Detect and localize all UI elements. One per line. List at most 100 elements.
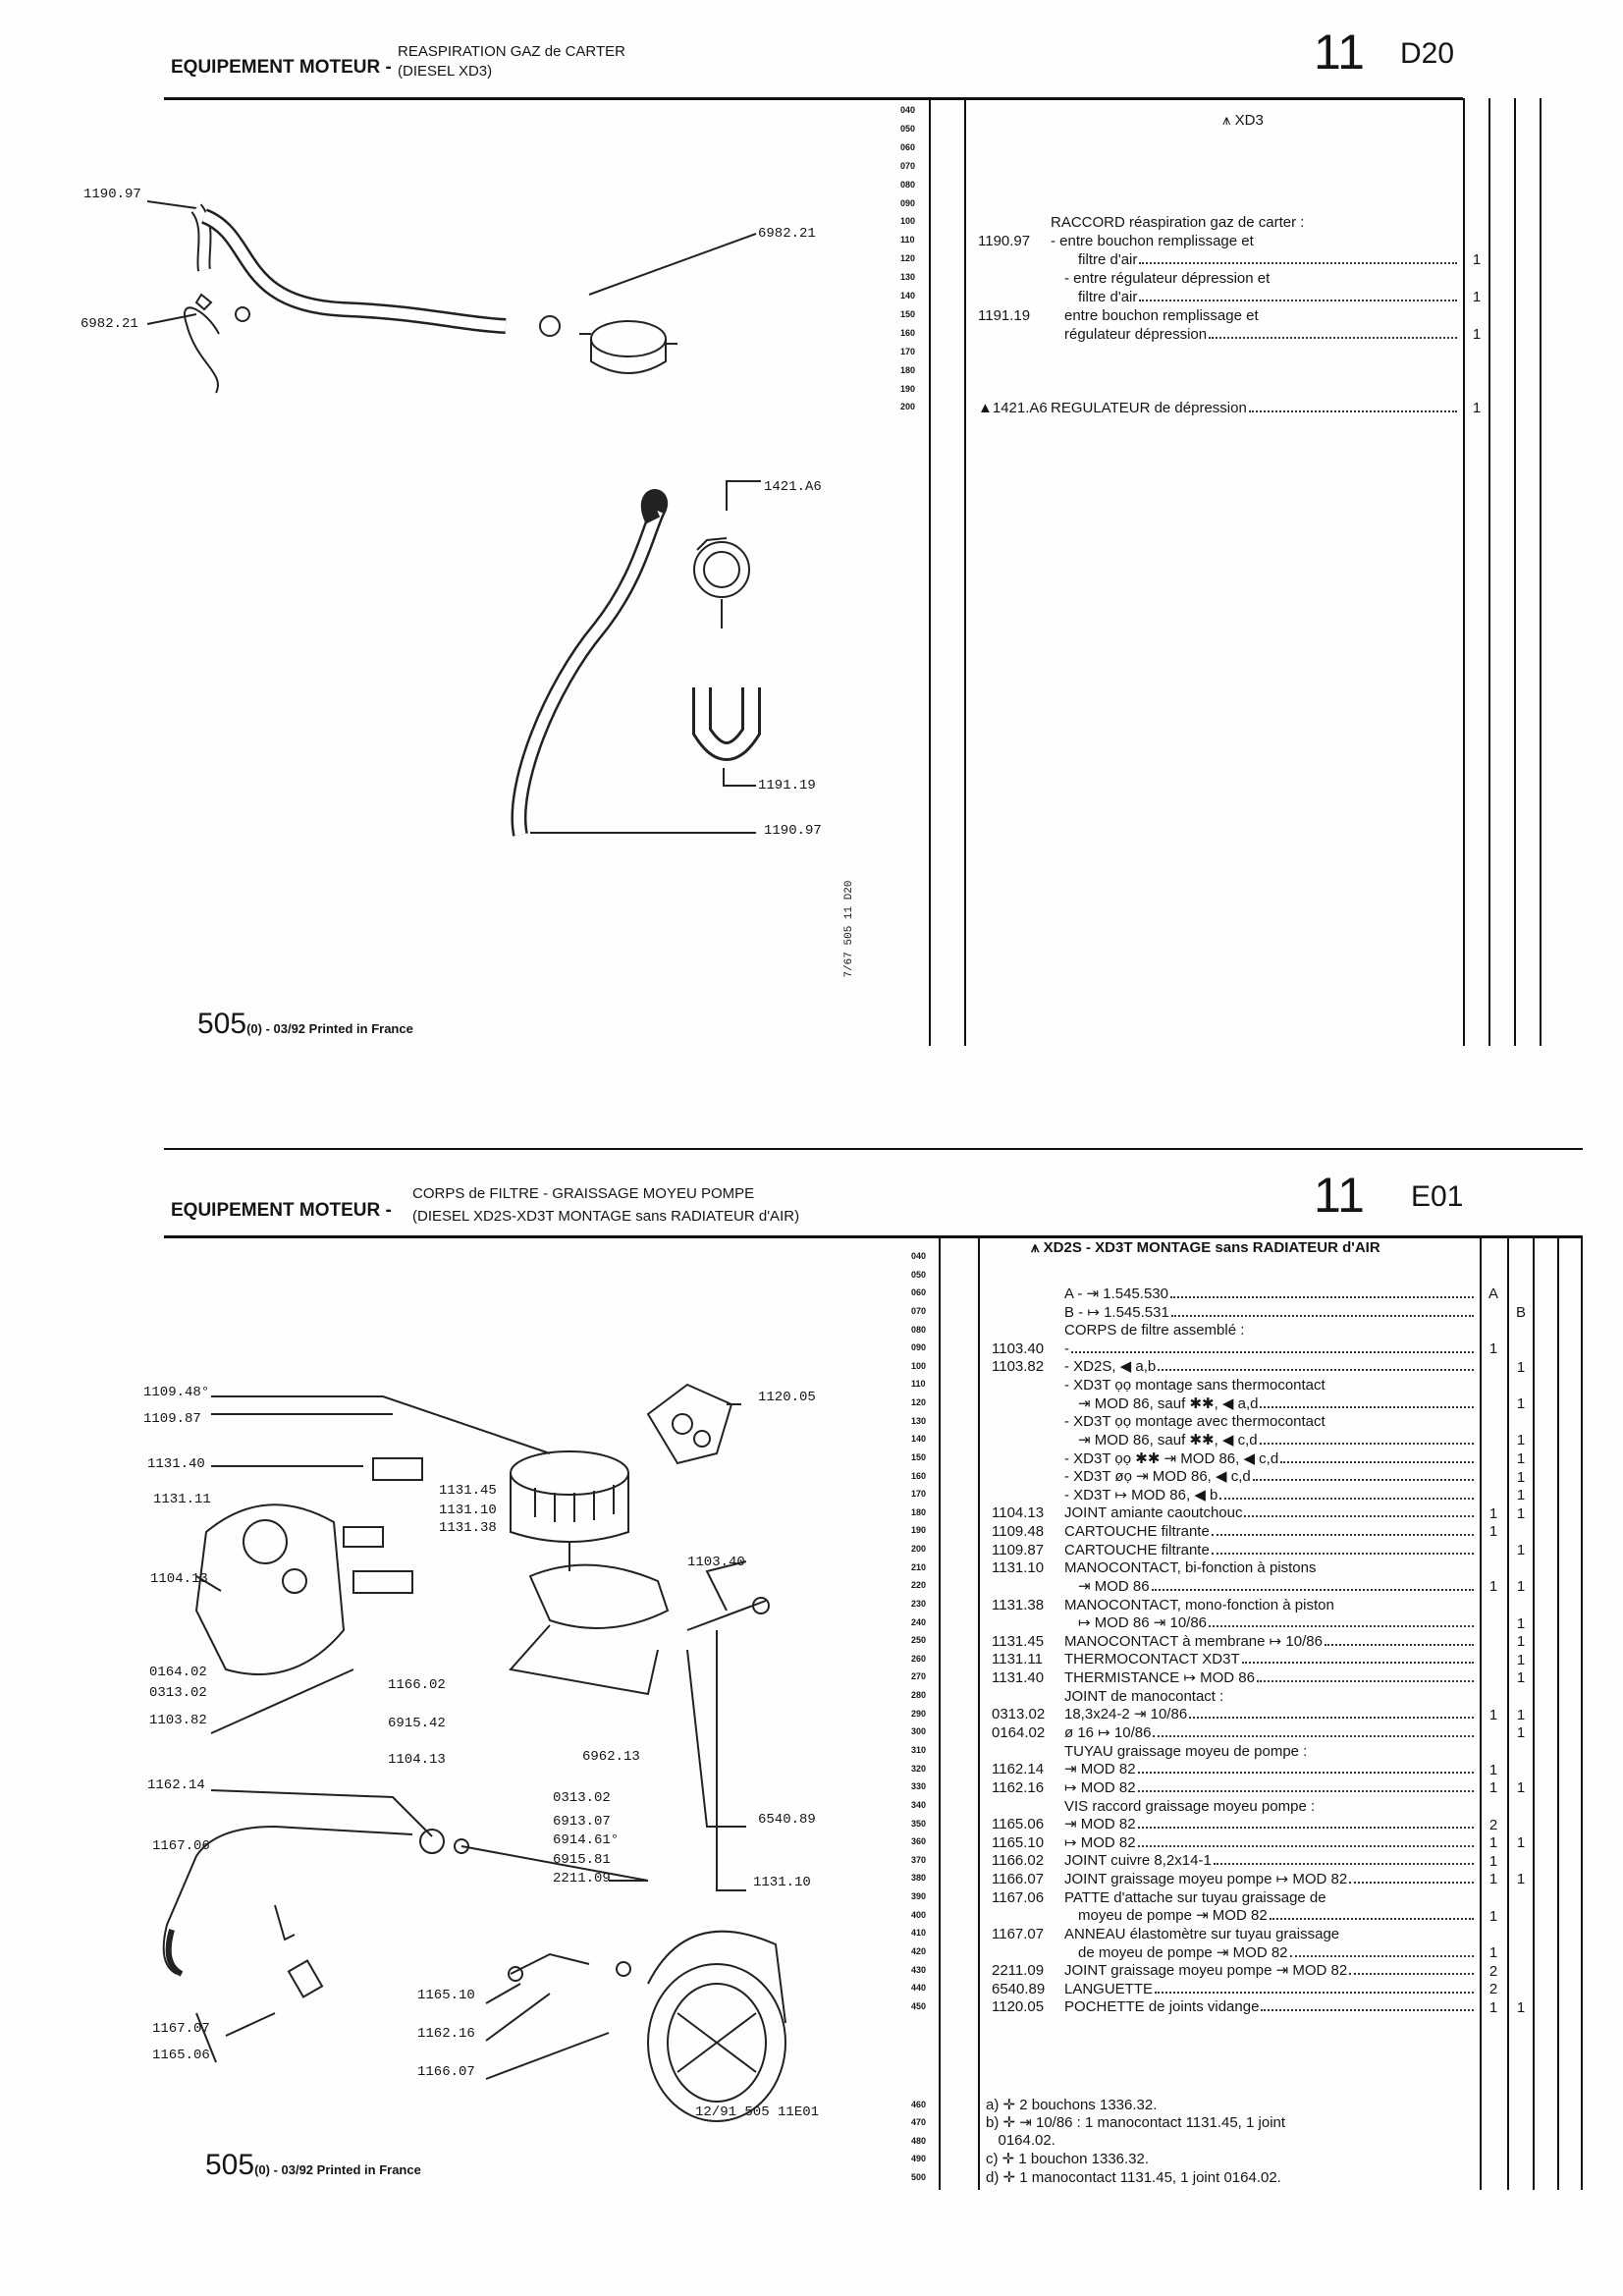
footer-text: (0) - 03/92 Printed in France — [254, 2162, 421, 2177]
callout-label: 1109.87 — [143, 1411, 201, 1427]
leader-dots — [1261, 2009, 1474, 2012]
engine-symbol-icon: ⩚ — [1031, 1239, 1044, 1256]
quantity-a: 1 — [1488, 1852, 1498, 1870]
line-number: 140 — [911, 1434, 927, 1445]
part-description: ↦ MOD 82 — [1064, 1833, 1136, 1851]
part-number: 1167.07 — [992, 1925, 1045, 1942]
leader-dots — [1209, 336, 1457, 339]
table-row: VIS raccord graissage moyeu pompe : — [992, 1796, 1478, 1815]
page-code: E01 — [1411, 1180, 1464, 1213]
table-row: CORPS de filtre assemblé : — [992, 1321, 1478, 1339]
quantity-b: 1 — [1516, 1432, 1526, 1449]
line-number: 360 — [911, 1836, 927, 1847]
line-number: 170 — [900, 346, 916, 356]
part-description: moyeu de pompe ⇥ MOD 82 — [1078, 1907, 1268, 1925]
line-number: 040 — [900, 105, 916, 115]
line-number: 160 — [911, 1470, 927, 1481]
model-number: 505 — [205, 2149, 255, 2181]
quantity-b: 1 — [1516, 1578, 1526, 1596]
line-number: 480 — [911, 2135, 927, 2146]
part-description: - XD3T ọọ montage sans thermocontact — [1064, 1377, 1325, 1394]
table-row: moyeu de pompe ⇥ MOD 82 — [992, 1906, 1478, 1925]
table-row: B - ↦ 1.545.531 — [992, 1302, 1478, 1321]
leader-dots — [1324, 1643, 1474, 1646]
leader-dots — [1137, 1789, 1474, 1792]
part-number: 1120.05 — [992, 1998, 1045, 2016]
part-description: - XD2S, ◀ a,b — [1064, 1358, 1157, 1376]
page-title: CORPS de FILTRE - GRAISSAGE MOYEU POMPE — [412, 1185, 755, 1202]
part-number: 1166.07 — [992, 1871, 1045, 1888]
crankcase-breather-diagram — [146, 200, 761, 837]
part-number: 1165.06 — [992, 1816, 1045, 1833]
quantity-b: 1 — [1516, 1358, 1526, 1376]
leader-dots — [1211, 1534, 1474, 1537]
line-number: 200 — [911, 1544, 927, 1555]
table-row: - XD3T ↦ MOD 86, ◀ b — [992, 1485, 1478, 1503]
list-title: ⩚ XD2S - XD3T MONTAGE sans RADIATEUR d'A… — [1031, 1239, 1380, 1256]
table-row: de moyeu de pompe ⇥ MOD 82 — [992, 1942, 1478, 1961]
quantity-b: 1 — [1516, 1614, 1526, 1632]
callout-label: 0313.02 — [553, 1790, 611, 1806]
header-rule — [164, 1235, 1583, 1238]
table-row: filtre d'air — [978, 287, 1461, 305]
quantity-b: 1 — [1516, 1542, 1526, 1559]
callout-label: 1190.97 — [83, 187, 141, 202]
quantity-b: 1 — [1516, 1487, 1526, 1504]
quantity-a: 1 — [1488, 1761, 1498, 1778]
quantity-a: 1 — [1488, 1578, 1498, 1596]
part-description: ↦ MOD 86 ⇥ 10/86 — [1078, 1614, 1208, 1632]
line-number: 310 — [911, 1745, 927, 1755]
table-row: TUYAU graissage moyeu de pompe : — [992, 1741, 1478, 1760]
table-divider — [964, 98, 966, 1046]
callout-label: 1191.19 — [758, 778, 816, 793]
line-number: 340 — [911, 1799, 927, 1810]
table-row: ↦ MOD 86 ⇥ 10/86 — [992, 1613, 1478, 1632]
line-number: 050 — [900, 123, 916, 134]
line-number: 170 — [911, 1489, 927, 1500]
part-number: 1190.97 — [978, 233, 1031, 250]
callout-label: 1131.10 — [439, 1503, 497, 1518]
callout-label: 0164.02 — [149, 1665, 207, 1680]
table-row: ⇥ MOD 86, sauf ✱✱, ◀ c,d — [992, 1430, 1478, 1449]
table-row: A - ⇥ 1.545.530 — [992, 1284, 1478, 1302]
section-label: EQUIPEMENT MOTEUR - — [171, 57, 392, 78]
quantity-b: 1 — [1516, 1998, 1526, 2016]
callout-label: 1162.16 — [417, 2026, 475, 2042]
page-footer: 505(0) - 03/92 Printed in France — [197, 1008, 413, 1041]
part-number: 1165.10 — [992, 1833, 1045, 1851]
quantity-b: 1 — [1516, 1449, 1526, 1467]
leader-dots — [1289, 1954, 1474, 1957]
line-number: 200 — [900, 402, 916, 412]
part-description: - XD3T ↦ MOD 86, ◀ b — [1064, 1486, 1218, 1503]
callout-label: 1131.10 — [753, 1875, 811, 1890]
leader-dots — [1151, 1588, 1474, 1591]
leader-dots — [1213, 1863, 1474, 1866]
part-description: entre bouchon remplissage et — [1064, 306, 1259, 324]
line-number: 220 — [911, 1580, 927, 1591]
part-description: REGULATEUR de dépression — [1051, 400, 1247, 417]
table-row: 1103.40- — [992, 1339, 1478, 1357]
part-description: A - ⇥ 1.545.530 — [1064, 1285, 1168, 1302]
part-number: 0313.02 — [992, 1706, 1046, 1723]
callout-label: 6915.42 — [388, 1716, 446, 1731]
leader-dots — [1137, 1772, 1474, 1775]
line-number: 490 — [911, 2154, 927, 2164]
table-row: - XD3T ọọ montage avec thermocontact — [992, 1412, 1478, 1430]
callout-label: 1165.06 — [152, 2048, 210, 2063]
line-number: 140 — [900, 291, 916, 301]
line-number: 280 — [911, 1690, 927, 1701]
line-number: 090 — [900, 197, 916, 208]
part-description: filtre d'air — [1078, 288, 1138, 305]
callout-label: 1120.05 — [758, 1390, 816, 1405]
leader-dots — [1211, 1552, 1474, 1555]
line-number: 440 — [911, 1983, 927, 1994]
part-number: 1103.82 — [992, 1358, 1045, 1376]
part-number: 1104.13 — [992, 1504, 1045, 1522]
line-number: 270 — [911, 1671, 927, 1682]
line-number: 070 — [900, 160, 916, 171]
line-number: 040 — [911, 1251, 927, 1261]
